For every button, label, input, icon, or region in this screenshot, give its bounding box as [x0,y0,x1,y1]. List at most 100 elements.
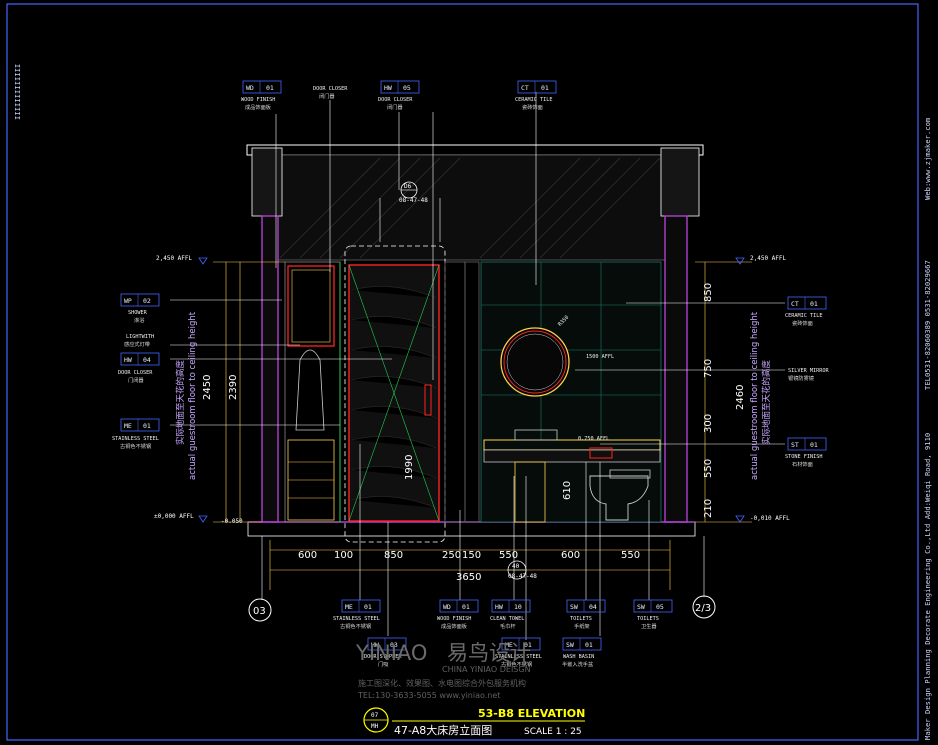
left-note-cn: 实际地面至天花的高度 [175,359,186,445]
tag-me-01-basin: ME 01 STAINLESS STEEL 古铜色不锈钢 [495,637,542,668]
svg-text:HW: HW [384,84,392,92]
svg-text:DOOR STOPPER: DOOR STOPPER [364,654,402,660]
svg-text:瓷砖饰面: 瓷砖饰面 [522,103,543,111]
tag-me-01-left: ME 01 STAINLESS STEEL 古铜色不锈钢 [112,418,160,450]
svg-text:CERAMIC TILE: CERAMIC TILE [785,313,822,319]
left-dim-2390: 2390 [228,375,239,400]
svg-text:WD: WD [443,603,451,611]
svg-text:STAINLESS STEEL: STAINLESS STEEL [112,436,159,442]
tag-sw-05: SW 05 TOILETS 卫生器 [633,599,673,630]
svg-text:SW: SW [566,641,574,649]
vanity-height-dim: 610 [562,481,573,500]
svg-text:手纸架: 手纸架 [574,622,590,630]
detail-bubble: D6 08-47-48 [379,181,441,242]
svg-text:卫生器: 卫生器 [641,622,657,630]
tag-wd-01-top: WD 01 WOOD FINISH 成品饰面板 [241,80,282,111]
svg-text:01: 01 [810,300,818,308]
svg-text:感应式灯带: 感应式灯带 [124,340,150,348]
svg-text:01: 01 [585,641,593,649]
svg-text:ME: ME [345,603,353,611]
svg-text:CERAMIC TILE: CERAMIC TILE [515,97,552,103]
svg-text:TOILETS: TOILETS [637,616,659,622]
svg-text:TOILETS: TOILETS [570,616,592,622]
svg-text:LIGHTWITH: LIGHTWITH [126,334,154,340]
company-tel: TEL0531-82060389 0531-82029667 [923,260,932,390]
tag-me-01-bottom: ME 01 STAINLESS STEEL 古铜色不锈钢 [333,599,381,630]
svg-text:ME: ME [124,422,132,430]
title-block: 07 MH 53-B8 ELEVATION 47-A8大床房立面图 SCALE … [363,707,585,737]
svg-text:STAINLESS STEEL: STAINLESS STEEL [495,654,542,660]
level-left-bottom: ±0,000 AFFL [154,513,194,520]
level-left-small: -0.050 [221,518,243,525]
drawing-scale: SCALE 1 : 25 [524,727,582,737]
svg-text:10: 10 [514,603,522,611]
left-tick-strip: IIIIIIIIIIIII [13,64,22,120]
right-dim-300: 300 [703,414,714,433]
svg-text:150: 150 [462,550,481,561]
svg-text:WOOD FINISH: WOOD FINISH [241,97,275,103]
grid-bubble-left: 03 [248,536,272,622]
right-dim-210: 210 [703,499,714,518]
svg-text:02: 02 [143,297,151,305]
svg-text:40: 40 [512,563,520,570]
watermark-cn: 易鸟设计 [447,641,531,665]
svg-text:03: 03 [253,606,266,617]
svg-text:01: 01 [266,84,274,92]
level-right-top: 2,450 AFFL [750,255,787,262]
svg-text:毛巾杆: 毛巾杆 [500,622,516,630]
tag-wp-02: WP 02 SHOWER 淋浴 [120,293,160,324]
bottom-dimensions: 600 100 850 250 150 550 600 550 3650 [298,550,640,583]
svg-text:银镜防雾镜: 银镜防雾镜 [788,374,814,382]
svg-text:HW: HW [124,356,132,364]
svg-text:闭门器: 闭门器 [387,103,403,111]
svg-text:850: 850 [384,550,403,561]
svg-text:半嵌入洗手盆: 半嵌入洗手盆 [562,660,594,668]
svg-text:DOOR CLOSER: DOOR CLOSER [118,370,153,376]
svg-text:08-47-48: 08-47-48 [508,573,537,580]
svg-text:600: 600 [298,550,317,561]
svg-text:DOOR CLOSER: DOOR CLOSER [378,97,413,103]
svg-text:01: 01 [810,441,818,449]
svg-text:ME: ME [505,641,513,649]
svg-text:07: 07 [371,712,379,719]
door-height-dim: 1990 [404,455,415,480]
watermark: YINIAO 易鸟设计 CHINA YINIAO DEISGN 施工图深化、效果… [355,641,531,700]
svg-text:古铜色不锈钢: 古铜色不锈钢 [340,622,371,630]
company-web: Web:www.zjmaker.com [923,118,932,200]
svg-text:100: 100 [334,550,353,561]
svg-text:淋浴: 淋浴 [134,316,145,324]
company-address: Maker Design Planning Decorate Engineeri… [923,433,932,740]
drawing-title: 47-A8大床房立面图 [394,723,492,737]
svg-text:成品饰面板: 成品饰面板 [245,103,272,111]
svg-text:CT: CT [791,300,799,308]
svg-text:MH: MH [371,723,379,730]
right-dim-750: 750 [703,359,714,378]
detail-no: D6 [404,183,412,190]
tag-sw-04: SW 04 TOILETS 手纸架 [566,599,606,630]
tag-hw-04: HW 04 DOOR CLOSER 门闭器 [118,352,160,384]
svg-text:古铜色不锈钢: 古铜色不锈钢 [501,660,532,668]
svg-text:SILVER MIRROR: SILVER MIRROR [788,368,829,374]
watermark-brand: YINIAO [355,641,427,665]
tag-sw-01: SW 01 WASH BASIN 半嵌入洗手盆 [562,637,602,668]
svg-text:550: 550 [499,550,518,561]
left-dim-2450: 2450 [202,375,213,400]
svg-text:01: 01 [541,84,549,92]
tag-hw-10: HW 10 CLEAN TOWEL 毛巾杆 [490,599,531,630]
watermark-en: CHINA YINIAO DEISGN [442,665,531,674]
detail-ref: 08-47-48 [399,197,428,204]
watermark-services: 施工图深化、效果图、水电图综合外包服务机构 [358,678,526,688]
tag-st-01: ST 01 STONE FINISH 石材饰面 [785,437,827,468]
svg-text:CT: CT [521,84,529,92]
svg-text:古铜色不锈钢: 古铜色不锈钢 [120,442,151,450]
svg-text:ST: ST [791,441,799,449]
svg-text:石材饰面: 石材饰面 [792,460,813,468]
svg-text:门吸: 门吸 [378,660,389,668]
svg-text:DOOR CLOSER: DOOR CLOSER [313,86,348,92]
room-section [246,144,704,537]
right-note-en: actual guestroom floor to ceiling height [750,311,760,480]
mirror-height: 1500 AFFL [586,354,614,360]
svg-text:05: 05 [656,603,664,611]
tile-wall [480,261,662,523]
